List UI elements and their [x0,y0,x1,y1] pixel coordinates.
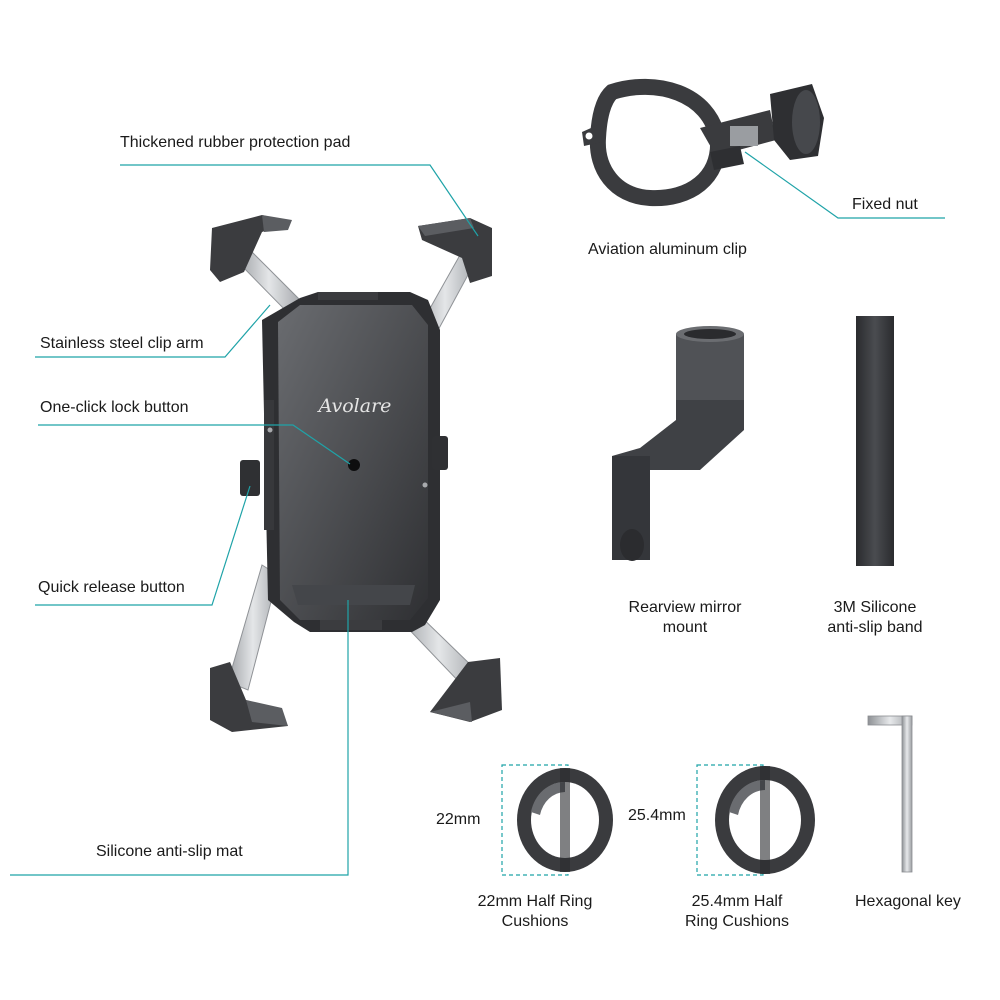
holder-body [240,292,448,632]
ring-254-image [696,764,815,876]
label-dim-254: 25.4mm [628,807,686,824]
label-ring-22-line1: 22mm Half Ring [477,893,593,910]
label-hex-key: Hexagonal key [855,893,961,910]
label-dim-22: 22mm [436,811,481,828]
label-lock-button: One-click lock button [40,399,189,416]
label-mirror-mount-line2: mount [662,619,708,636]
leader-line-nut [744,151,945,219]
silicone-band-image [856,316,894,566]
label-fixed-nut: Fixed nut [852,196,918,213]
label-ring-22-line2: Cushions [501,913,569,930]
label-anti-slip-mat: Silicone anti-slip mat [96,843,243,860]
rubber-pad-bottom-left [210,662,288,732]
label-quick-release: Quick release button [38,579,185,596]
ring-22-image [501,764,613,876]
leader-lines-holder [10,164,479,876]
label-rubber-pad: Thickened rubber protection pad [120,134,351,151]
clip-image [582,78,824,207]
label-silicone-band-line1: 3M Silicone [833,599,917,616]
rubber-pad-bottom-right [430,658,502,722]
brand-logo: Avolare [317,395,392,417]
label-mirror-mount: Rearview mirror mount [610,598,760,638]
label-ring-254-line2: Ring Cushions [684,913,790,930]
label-mirror-mount-line1: Rearview mirror [628,599,742,616]
label-aluminum-clip: Aviation aluminum clip [588,241,747,258]
label-silicone-band: 3M Silicone anti-slip band [805,598,945,638]
hex-key-image [867,715,913,873]
rubber-pad-top-right [418,218,492,283]
label-ring-22: 22mm Half Ring Cushions [460,892,610,932]
phone-holder-image: Avolare [210,215,502,732]
lock-button-dot [348,459,360,471]
label-silicone-band-line2: anti-slip band [827,619,923,636]
label-clip-arm: Stainless steel clip arm [40,335,204,352]
mirror-mount-image [612,326,744,561]
label-ring-254: 25.4mm Half Ring Cushions [662,892,812,932]
rubber-pad-top-left [210,215,292,282]
label-ring-254-line1: 25.4mm Half [691,893,783,910]
